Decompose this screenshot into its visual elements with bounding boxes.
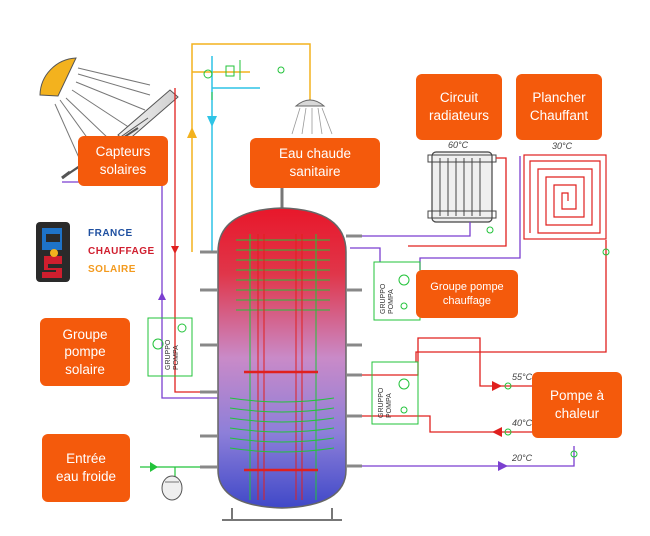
- radiator-icon: [427, 151, 497, 223]
- logo-line-1: FRANCE: [88, 228, 133, 239]
- temp-radiator: 60°C: [448, 140, 469, 150]
- valve: [486, 226, 610, 458]
- floor-heating-icon: [523, 154, 607, 240]
- pump-group-lower: GRUPPO POMPA: [371, 361, 419, 425]
- label-plancher-chauffant: Plancher Chauffant: [516, 74, 602, 140]
- flow-arrow: [492, 381, 502, 391]
- shower-icon: [291, 99, 333, 135]
- cold-water-inlet: [140, 462, 218, 478]
- flow-arrow: [171, 246, 179, 254]
- heat-pump-pipes: [350, 337, 575, 467]
- label-entree-eau-froide: Entrée eau froide: [42, 434, 130, 502]
- flow-arrow: [498, 461, 508, 471]
- logo-monogram-icon: [36, 222, 70, 282]
- pump-group-heating: GRUPPO POMPA: [373, 261, 421, 321]
- label-pompe-a-chaleur: Pompe à chaleur: [532, 372, 622, 438]
- gruppo-label: GRUPPO: [380, 283, 387, 314]
- pompa-label: POMPA: [173, 345, 180, 370]
- label-capteurs-solaires: Capteurs solaires: [78, 136, 168, 186]
- flow-arrow: [187, 127, 197, 138]
- temp-40: 40°C: [512, 418, 533, 428]
- gruppo-label: GRUPPO: [165, 339, 172, 370]
- temp-20: 20°C: [511, 453, 533, 463]
- logo-line-2: CHAUFFAGE: [88, 246, 155, 257]
- expansion-vessel-icon: [161, 475, 183, 501]
- tank-lower-coil: [229, 397, 335, 453]
- hot-water-pipes: [191, 43, 311, 252]
- pump-group-solar: GRUPPO POMPA: [147, 317, 193, 377]
- pompa-label: POMPA: [386, 393, 393, 418]
- tank-internal-pipes: [244, 234, 318, 500]
- label-groupe-pompe-chauffage: Groupe pompe chauffage: [416, 270, 518, 318]
- sun-icon: [39, 57, 151, 161]
- temp-55: 55°C: [512, 372, 533, 382]
- logo-line-3: SOLAIRE: [88, 264, 136, 275]
- pompa-label: POMPA: [388, 289, 395, 314]
- company-logo: FRANCE CHAUFFAGE SOLAIRE: [36, 220, 166, 288]
- flow-arrow: [492, 427, 502, 437]
- gruppo-label: GRUPPO: [378, 387, 385, 418]
- label-circuit-radiateurs: Circuit radiateurs: [416, 74, 502, 140]
- mixing-valve: [203, 60, 285, 100]
- flow-arrow: [158, 292, 166, 300]
- label-groupe-pompe-solaire: Groupe pompe solaire: [40, 318, 130, 386]
- temp-floor: 30°C: [552, 141, 573, 151]
- tank-internal-coil: [236, 234, 330, 500]
- label-eau-chaude-sanitaire: Eau chaude sanitaire: [250, 138, 380, 188]
- flow-arrow: [207, 116, 217, 127]
